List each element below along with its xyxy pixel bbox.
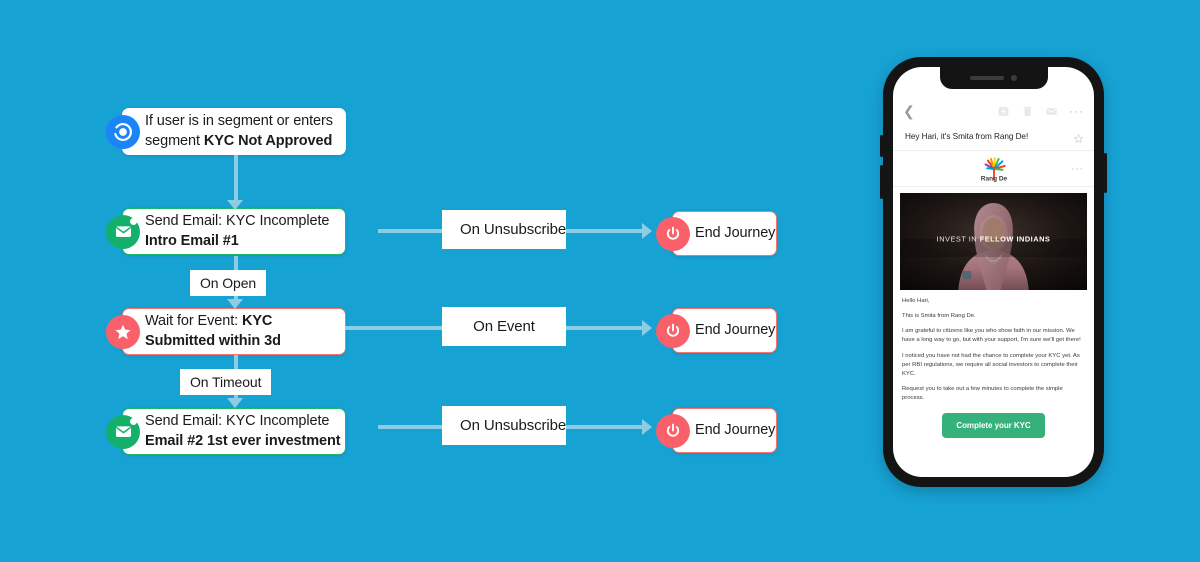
mail-paragraph: This is Smita from Rang De.	[902, 313, 976, 320]
arrowhead-end1	[642, 223, 652, 239]
connector-email2-to-unsub-label	[378, 425, 448, 429]
earpiece-speaker-icon	[970, 76, 1004, 80]
notification-dot	[130, 417, 137, 425]
complete-kyc-button[interactable]: Complete your KYC	[942, 413, 1045, 439]
phone-power-button[interactable]	[1104, 153, 1107, 193]
arrowhead-email1-to-wait	[227, 299, 243, 309]
svg-text:Rang De: Rang De	[980, 175, 1007, 182]
trash-icon[interactable]	[1021, 105, 1034, 118]
woman-in-pink-sari-photo	[900, 193, 1087, 290]
node-send-email-intro[interactable]: Send Email: KYC Incomplete Intro Email #…	[106, 208, 346, 255]
branch-label-on-unsubscribe-1[interactable]: On Unsubscribe	[442, 210, 566, 249]
mail-body: Hello Hari, This is Smita from Rang De. …	[893, 290, 1094, 403]
branch-label-on-unsubscribe-2[interactable]: On Unsubscribe	[442, 406, 566, 445]
node-wait-label: Wait for Event: KYC Submitted within 3d	[145, 313, 281, 349]
node-send-email-second[interactable]: Send Email: KYC Incomplete Email #2 1st …	[106, 408, 346, 455]
arrowhead-end3	[642, 419, 652, 435]
power-icon	[656, 313, 690, 348]
mail-subject-text: Hey Hari, it's Smita from Rang De!	[905, 132, 1029, 141]
cta-wrapper: Complete your KYC	[893, 409, 1094, 448]
arrowhead-end2	[642, 320, 652, 336]
branch-label-on-timeout[interactable]: On Timeout	[180, 369, 272, 395]
mail-paragraph: Request you to take out a few minutes to…	[902, 385, 1063, 402]
arrowhead-wait-to-email2	[227, 398, 243, 408]
connector-unsub-label-to-end3	[566, 425, 646, 429]
phone-volume-up-button[interactable]	[880, 135, 883, 157]
envelope-icon	[106, 414, 140, 449]
envelope-icon[interactable]	[1045, 105, 1058, 118]
arrowhead-trigger-to-email1	[227, 200, 243, 210]
node-trigger-segment[interactable]: If user is in segment or enters segment …	[106, 108, 346, 155]
connector-unsub-label-to-end1	[566, 229, 646, 233]
mail-paragraph: I am grateful to citizens like you who s…	[902, 328, 1081, 344]
node-email2-label: Send Email: KYC Incomplete Email #2 1st …	[145, 413, 341, 449]
chevron-left-icon[interactable]: ❮	[903, 103, 915, 119]
connector-trigger-to-email1	[234, 155, 238, 203]
rangde-burst-logo: Rang De	[971, 156, 1017, 182]
phone-volume-down-button[interactable]	[880, 165, 883, 199]
star-outline-icon[interactable]	[1073, 131, 1084, 143]
phone-screen: ❮	[893, 67, 1094, 477]
more-horizontal-icon[interactable]: ···	[1069, 104, 1084, 118]
more-horizontal-icon[interactable]: ···	[1071, 163, 1084, 174]
archive-icon[interactable]	[997, 105, 1010, 118]
node-trigger-label: If user is in segment or enters segment …	[145, 113, 333, 149]
power-icon	[656, 413, 690, 448]
hero-image: INVEST IN FELLOW INDIANS	[900, 193, 1087, 290]
branch-label-on-event[interactable]: On Event	[442, 307, 566, 346]
brand-row: Rang De ···	[893, 151, 1094, 187]
hero-overlay-text: INVEST IN FELLOW INDIANS	[936, 234, 1051, 244]
mail-toolbar: ❮	[893, 97, 1094, 125]
front-camera-icon	[1011, 75, 1017, 81]
node-end-journey-3[interactable]: End Journey	[656, 408, 777, 453]
mail-paragraph: Hello Hari,	[902, 298, 930, 304]
node-end-journey-2[interactable]: End Journey	[656, 308, 777, 353]
node-email1-label: Send Email: KYC Incomplete Intro Email #…	[145, 213, 330, 249]
segment-circle-icon	[106, 114, 140, 149]
phone-mockup: ❮	[880, 57, 1107, 487]
notification-dot	[130, 217, 137, 225]
node-end-journey-1[interactable]: End Journey	[656, 211, 777, 256]
node-end-journey-2-label: End Journey	[695, 321, 776, 338]
node-end-journey-3-label: End Journey	[695, 421, 776, 438]
envelope-icon	[106, 214, 140, 249]
connector-wait-to-event-label	[345, 326, 448, 330]
connector-email1-to-unsub-label	[378, 229, 448, 233]
connector-event-label-to-end2	[566, 326, 646, 330]
node-wait-for-event[interactable]: Wait for Event: KYC Submitted within 3d	[106, 308, 346, 355]
mail-paragraph: I noticed you have not had the chance to…	[902, 352, 1080, 377]
phone-notch	[939, 67, 1048, 89]
power-icon	[656, 216, 690, 251]
branch-label-on-open[interactable]: On Open	[190, 270, 267, 296]
mail-subject-row: Hey Hari, it's Smita from Rang De!	[893, 125, 1094, 151]
star-icon	[106, 314, 140, 349]
node-end-journey-1-label: End Journey	[695, 224, 776, 241]
